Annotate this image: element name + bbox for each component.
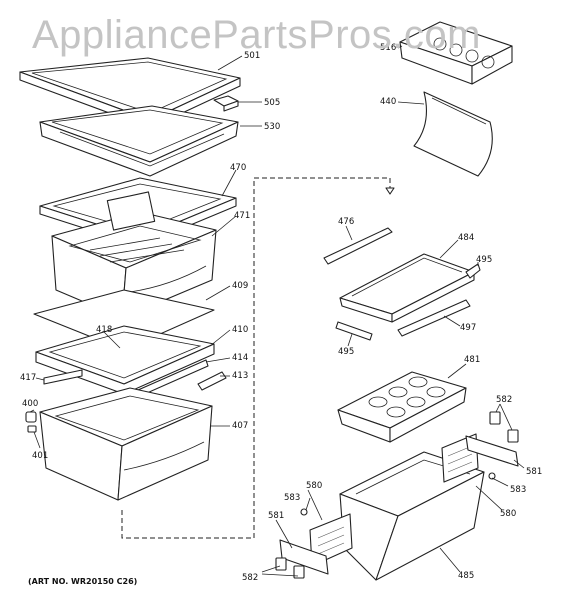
callout-410: 410 <box>232 325 248 335</box>
part-583-screws <box>300 472 496 516</box>
part-505-clip <box>213 95 239 112</box>
callout-407: 407 <box>232 421 248 431</box>
callout-413: 413 <box>232 371 248 381</box>
callout-401: 401 <box>32 451 48 461</box>
callout-580-right: 580 <box>500 509 516 519</box>
callout-485: 485 <box>458 571 474 581</box>
part-440-curved-cover <box>413 91 493 177</box>
part-407-drawer <box>39 387 213 501</box>
part-530-shelf <box>39 105 239 177</box>
part-582-bumpers-left <box>275 557 305 579</box>
leader-lines <box>29 45 525 577</box>
callout-400: 400 <box>22 399 38 409</box>
part-471-crisper-pan <box>51 191 217 319</box>
callout-583-left: 583 <box>284 493 300 503</box>
part-495-rail-lower <box>335 321 373 341</box>
part-400-401-fasteners <box>25 411 37 433</box>
callout-481: 481 <box>464 355 480 365</box>
callout-530: 530 <box>264 122 280 132</box>
part-497-rail <box>397 299 471 337</box>
callout-583-right: 583 <box>510 485 526 495</box>
callout-582-right: 582 <box>496 395 512 405</box>
part-581-rail-right <box>465 435 519 467</box>
callout-581-right: 581 <box>526 467 542 477</box>
callout-476: 476 <box>338 217 354 227</box>
callout-505: 505 <box>264 98 280 108</box>
callout-497: 497 <box>460 323 476 333</box>
callout-417: 417 <box>20 373 36 383</box>
callout-484: 484 <box>458 233 474 243</box>
callout-440: 440 <box>380 97 396 107</box>
part-581-rail-left <box>279 539 329 575</box>
part-582-bumpers-right <box>489 411 519 443</box>
callout-414: 414 <box>232 353 248 363</box>
callout-470: 470 <box>230 163 246 173</box>
callout-409: 409 <box>232 281 248 291</box>
callout-418: 418 <box>96 325 112 335</box>
art-number: (ART NO. WR20150 C26) <box>28 577 137 586</box>
part-484-cover <box>339 253 481 323</box>
callout-582-left: 582 <box>242 573 258 583</box>
part-476-strip <box>323 227 393 265</box>
callout-471: 471 <box>234 211 250 221</box>
part-481-tray <box>337 371 467 443</box>
part-516-tray <box>399 21 513 85</box>
connector-arrow <box>385 187 395 195</box>
watermark: AppliancePartsPros.com <box>32 13 481 57</box>
callout-501: 501 <box>244 51 260 61</box>
callout-581-left: 581 <box>268 511 284 521</box>
callout-495-lower: 495 <box>338 347 354 357</box>
callout-516: 516 <box>380 43 396 53</box>
dashed-connector <box>121 177 391 539</box>
callout-580-left: 580 <box>306 481 322 491</box>
callout-495-upper: 495 <box>476 255 492 265</box>
